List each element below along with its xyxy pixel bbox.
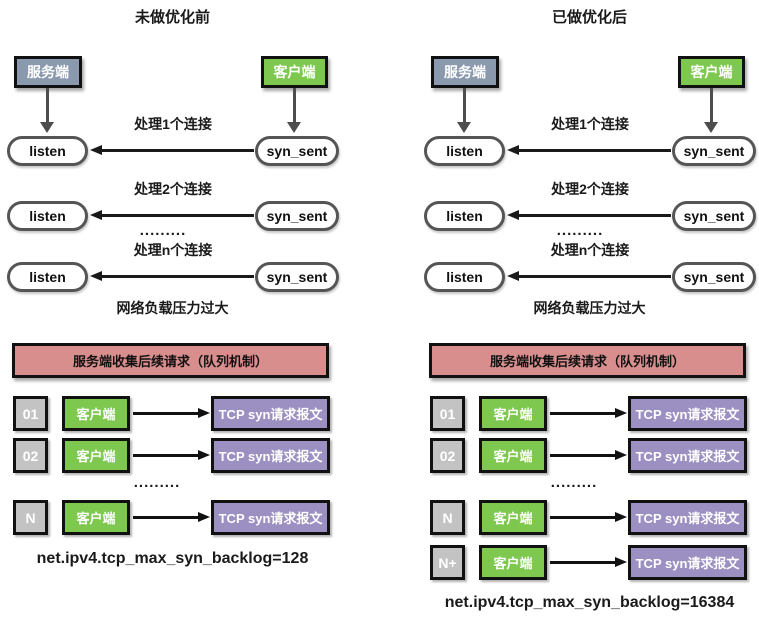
queue-row: N 客户端 TCP syn请求报文 — [417, 500, 759, 535]
down-arrow-icon — [457, 88, 471, 133]
left-arrow-icon — [90, 145, 254, 155]
syn-packet-box: TCP syn请求报文 — [211, 438, 330, 473]
syn-packet-box: TCP syn请求报文 — [628, 396, 747, 431]
queue-mechanism-bar: 服务端收集后续请求（队列机制） — [429, 343, 746, 378]
index-box: 01 — [430, 396, 465, 431]
connection-row: listen 处理n个连接 syn_sent — [0, 242, 345, 292]
ellipsis-dots: ......... — [556, 222, 604, 239]
syn-packet-box: TCP syn请求报文 — [211, 396, 330, 431]
ellipsis-dots: ......... — [133, 474, 181, 491]
connection-label: 处理2个连接 — [551, 181, 629, 197]
client-label: 客户端 — [273, 64, 316, 80]
queue-row: N+ 客户端 TCP syn请求报文 — [417, 545, 759, 580]
down-arrow-icon — [287, 88, 301, 133]
syn-sent-oval: syn_sent — [672, 262, 756, 292]
client-box: 客户端 — [678, 56, 745, 88]
client-label: 客户端 — [690, 64, 733, 80]
right-arrow-icon — [550, 450, 627, 460]
syn-sent-oval: syn_sent — [672, 201, 756, 231]
index-box: 02 — [13, 438, 48, 473]
ellipsis-dots: ......... — [550, 474, 598, 491]
queue-bar-label: 服务端收集后续请求（队列机制） — [72, 354, 268, 369]
queue-row: 01 客户端 TCP syn请求报文 — [0, 396, 345, 431]
listen-oval: listen — [424, 262, 505, 292]
index-box: N — [430, 500, 465, 535]
client-box: 客户端 — [479, 500, 547, 535]
listen-oval: listen — [7, 136, 88, 166]
panel-after: 已做优化后 服务端 客户端 listen 处理1个连接 syn_sent lis… — [417, 0, 759, 619]
right-arrow-icon — [550, 408, 627, 418]
server-box: 服务端 — [14, 56, 82, 88]
server-label: 服务端 — [27, 64, 69, 80]
connection-label: 处理1个连接 — [551, 116, 629, 132]
client-box: 客户端 — [62, 396, 130, 431]
queue-row: 01 客户端 TCP syn请求报文 — [417, 396, 759, 431]
connection-label: 处理2个连接 — [134, 181, 212, 197]
down-arrow-icon — [40, 88, 54, 133]
queue-row: 02 客户端 TCP syn请求报文 — [417, 438, 759, 473]
client-box: 客户端 — [62, 500, 130, 535]
client-box: 客户端 — [261, 56, 328, 88]
right-arrow-icon — [550, 512, 627, 522]
syn-sent-oval: syn_sent — [255, 136, 339, 166]
connection-row: listen 处理2个连接 syn_sent — [0, 181, 345, 231]
listen-oval: listen — [424, 136, 505, 166]
down-arrow-icon — [704, 88, 718, 133]
connection-label: 处理n个连接 — [133, 242, 213, 258]
connection-row: listen 处理1个连接 syn_sent — [0, 116, 345, 166]
syn-sent-oval: syn_sent — [255, 201, 339, 231]
connection-label: 处理1个连接 — [134, 116, 212, 132]
left-arrow-icon — [90, 210, 254, 220]
client-box: 客户端 — [479, 438, 547, 473]
listen-oval: listen — [7, 201, 88, 231]
right-arrow-icon — [550, 557, 627, 567]
left-arrow-icon — [507, 145, 671, 155]
syn-sent-oval: syn_sent — [672, 136, 756, 166]
index-box: 01 — [13, 396, 48, 431]
right-arrow-icon — [133, 408, 210, 418]
panel-title: 未做优化前 — [134, 9, 210, 26]
left-arrow-icon — [90, 271, 254, 281]
index-box: N — [13, 500, 48, 535]
listen-oval: listen — [7, 262, 88, 292]
listen-oval: listen — [424, 201, 505, 231]
sysctl-setting: net.ipv4.tcp_max_syn_backlog=128 — [36, 550, 309, 567]
server-box: 服务端 — [431, 56, 499, 88]
queue-row: 02 客户端 TCP syn请求报文 — [0, 438, 345, 473]
server-label: 服务端 — [444, 64, 486, 80]
syn-packet-box: TCP syn请求报文 — [628, 500, 747, 535]
right-arrow-icon — [133, 450, 210, 460]
syn-packet-box: TCP syn请求报文 — [211, 500, 330, 535]
right-arrow-icon — [133, 512, 210, 522]
ellipsis-dots: ......... — [139, 222, 187, 239]
left-arrow-icon — [507, 210, 671, 220]
connection-row: listen 处理n个连接 syn_sent — [417, 242, 759, 292]
panel-before: 未做优化前 服务端 客户端 listen 处理1个连接 syn_sent lis… — [0, 0, 345, 619]
client-box: 客户端 — [62, 438, 130, 473]
overload-text: 网络负载压力过大 — [116, 300, 229, 316]
connection-row: listen 处理2个连接 syn_sent — [417, 181, 759, 231]
queue-bar-label: 服务端收集后续请求（队列机制） — [489, 354, 685, 369]
index-box: N+ — [430, 545, 465, 580]
client-box: 客户端 — [479, 545, 547, 580]
client-box: 客户端 — [479, 396, 547, 431]
index-box: 02 — [430, 438, 465, 473]
syn-packet-box: TCP syn请求报文 — [628, 438, 747, 473]
sysctl-setting: net.ipv4.tcp_max_syn_backlog=16384 — [444, 594, 735, 611]
syn-packet-box: TCP syn请求报文 — [628, 545, 747, 580]
left-arrow-icon — [507, 271, 671, 281]
syn-sent-oval: syn_sent — [255, 262, 339, 292]
queue-mechanism-bar: 服务端收集后续请求（队列机制） — [12, 343, 329, 378]
queue-row: N 客户端 TCP syn请求报文 — [0, 500, 345, 535]
panel-title: 已做优化后 — [551, 9, 627, 26]
connection-label: 处理n个连接 — [550, 242, 630, 258]
overload-text: 网络负载压力过大 — [533, 300, 646, 316]
connection-row: listen 处理1个连接 syn_sent — [417, 116, 759, 166]
